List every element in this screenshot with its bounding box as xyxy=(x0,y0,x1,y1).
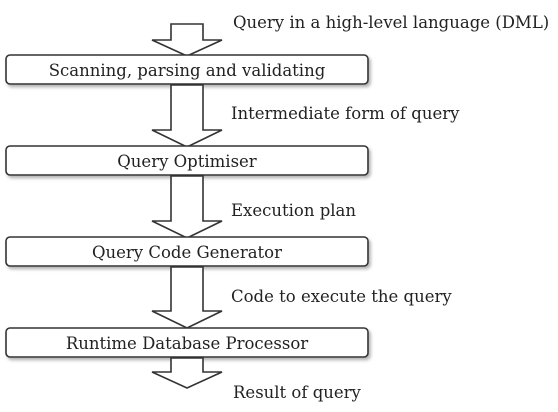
stage-query-optimiser: Query Optimiser xyxy=(5,145,369,176)
transition-arrow xyxy=(151,175,223,239)
transition-label-intermediate-form: Intermediate form of query xyxy=(231,104,460,123)
input-arrow xyxy=(151,23,223,57)
stage-label: Query Code Generator xyxy=(92,243,282,262)
stage-runtime-database-processor: Runtime Database Processor xyxy=(5,327,369,358)
transition-label-code-to-execute: Code to execute the query xyxy=(231,287,452,306)
transition-arrow xyxy=(151,266,223,329)
stage-scanning-parsing-validating: Scanning, parsing and validating xyxy=(5,54,369,85)
output-label: Result of query xyxy=(233,383,362,402)
stage-label: Scanning, parsing and validating xyxy=(49,61,326,80)
stage-box xyxy=(5,54,369,85)
stage-label: Runtime Database Processor xyxy=(66,334,308,353)
stage-label: Query Optimiser xyxy=(117,152,257,171)
output-arrow xyxy=(151,357,223,389)
transition-arrow xyxy=(151,84,223,148)
transition-label-execution-plan: Execution plan xyxy=(231,201,356,220)
stage-query-code-generator: Query Code Generator xyxy=(5,236,369,267)
input-label: Query in a high-level language (DML) xyxy=(233,13,549,32)
stage-box xyxy=(5,236,369,267)
stage-box xyxy=(5,327,369,358)
stage-box xyxy=(5,145,369,176)
